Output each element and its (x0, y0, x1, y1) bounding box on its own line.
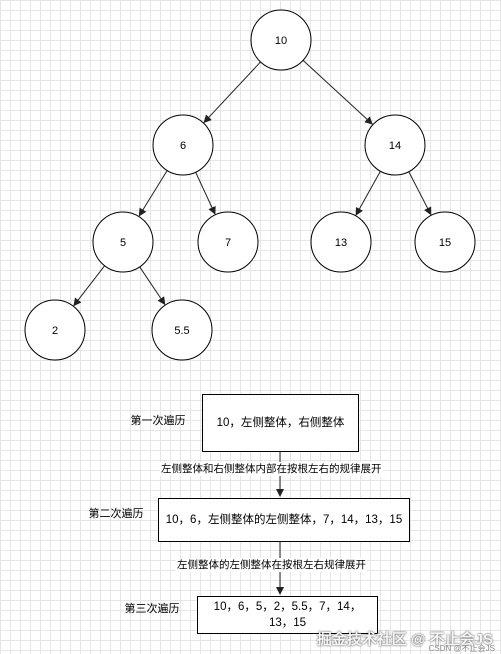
tree-edge-n10-n6 (203, 61, 261, 124)
tree-node-circle (152, 114, 214, 176)
tree-node-n2: 2 (24, 299, 86, 361)
tree-node-label: 13 (335, 237, 347, 249)
step1-box: 10，左侧整体，右侧整体 (202, 394, 359, 452)
watermark-sub: CSDN @不止会JS (428, 644, 495, 653)
tree-edges (73, 59, 432, 307)
tree-edge-n6-n7 (195, 172, 216, 215)
tree-node-n7: 7 (197, 211, 259, 273)
tree-node-label: 14 (389, 140, 401, 152)
tree-node-n15: 15 (414, 211, 476, 273)
tree-node-circle (24, 299, 86, 361)
tree-edge-n5-n2 (73, 265, 106, 307)
step3-box: 10，6，5，2，5.5，7，14，13，15 (197, 596, 378, 634)
tree-node-label: 7 (225, 237, 231, 249)
tree-node-circle (250, 9, 312, 71)
tree-node-circle (151, 299, 213, 361)
tree-edge-n6-n5 (138, 170, 168, 217)
tree-edge-n5-n5_5 (139, 266, 166, 306)
tree-node-n13: 13 (310, 211, 372, 273)
tree-node-n6: 6 (152, 114, 214, 176)
tree-node-circle (92, 211, 154, 273)
tree-node-n5_5: 5.5 (151, 299, 213, 361)
step2-box: 10，6，左侧整体的左侧整体，7，14，13，15 (158, 498, 410, 542)
tree-node-label: 15 (439, 237, 451, 249)
step1-label: 第一次遍历 (130, 415, 186, 427)
tree-edge-n14-n13 (355, 170, 381, 216)
tree-edge-n14-n15 (408, 171, 432, 216)
flow-arrow-1-label: 左侧整体和右侧整体内部在按根左右的规律展开 (160, 462, 383, 476)
tree-node-label: 5.5 (174, 325, 189, 337)
tree-node-label: 6 (180, 140, 186, 152)
tree-nodes: 10 6 14 5 7 13 15 2 5.5 (24, 9, 476, 361)
tree-node-n5: 5 (92, 211, 154, 273)
watermark: 掘金技术社区 @ 不止会JS (316, 631, 493, 648)
tree-node-circle (414, 211, 476, 273)
tree-edge-n10-n14 (302, 59, 373, 125)
flow-arrow-2-label: 左侧整体的左侧整体在按根左右规律展开 (176, 558, 367, 572)
tree-node-label: 2 (52, 325, 58, 337)
tree-node-label: 5 (120, 237, 126, 249)
tree-node-n10: 10 (250, 9, 312, 71)
tree-node-circle (364, 114, 426, 176)
binary-tree: 10 6 14 5 7 13 15 2 5.5 (24, 9, 476, 361)
tree-node-circle (310, 211, 372, 273)
tree-node-n14: 14 (364, 114, 426, 176)
tree-node-circle (197, 211, 259, 273)
tree-node-label: 10 (275, 35, 287, 47)
step3-label: 第三次遍历 (124, 603, 180, 615)
step2-label: 第二次遍历 (88, 508, 144, 520)
